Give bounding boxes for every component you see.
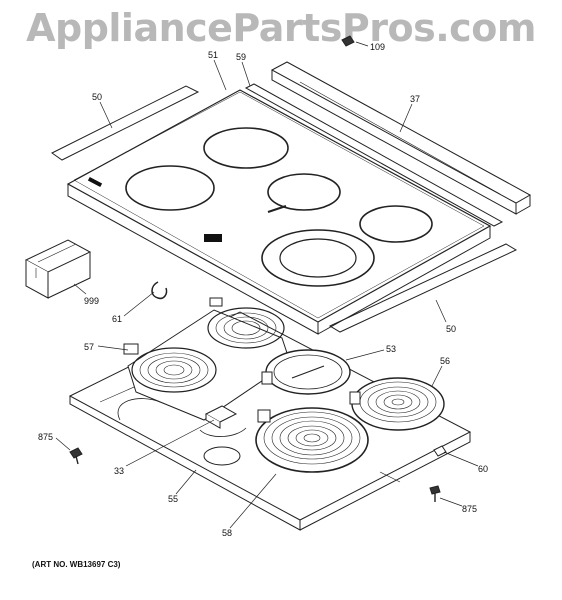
callout-50-left: 50 [92, 92, 102, 102]
clip-part-61 [151, 281, 168, 300]
gasket-part-50-left [51, 85, 200, 161]
callout-55: 55 [168, 494, 178, 504]
gasket-part-50-front [328, 243, 518, 333]
art-number: (ART NO. WB13697 C3) [32, 560, 121, 569]
callout-56: 56 [440, 356, 450, 366]
dual-element-part-57 [123, 297, 291, 421]
callout-labels: 51 59 109 37 50 50 999 61 57 53 56 875 3… [38, 42, 488, 538]
callout-33: 33 [114, 466, 124, 476]
callout-53: 53 [386, 344, 396, 354]
leader-lines [55, 41, 479, 529]
gasket-part-59 [244, 83, 504, 227]
screw-part-109 [341, 35, 355, 47]
element-part-53 [261, 349, 351, 395]
callout-875-right: 875 [462, 504, 477, 514]
callout-37: 37 [410, 94, 420, 104]
callout-60: 60 [478, 464, 488, 474]
glass-cooktop-part-51 [66, 89, 492, 335]
watermark-text: AppliancePartsPros.com [26, 6, 536, 50]
callout-50-front: 50 [446, 324, 456, 334]
callout-109: 109 [370, 42, 385, 52]
callout-59: 59 [236, 52, 246, 62]
callout-61: 61 [112, 314, 122, 324]
rear-trim-part-37 [270, 61, 532, 215]
element-part-58 [255, 407, 369, 473]
callout-58: 58 [222, 528, 232, 538]
callout-57: 57 [84, 342, 94, 352]
callout-875-left: 875 [38, 432, 53, 442]
screw-part-875-right [429, 485, 441, 502]
callout-999: 999 [84, 296, 99, 306]
callout-51: 51 [208, 50, 218, 60]
element-part-56 [349, 377, 445, 431]
bracket-part-60 [433, 445, 447, 457]
carton-part-999 [24, 239, 92, 299]
screw-part-875-left [69, 447, 83, 465]
sensor-part-33 [204, 405, 238, 429]
